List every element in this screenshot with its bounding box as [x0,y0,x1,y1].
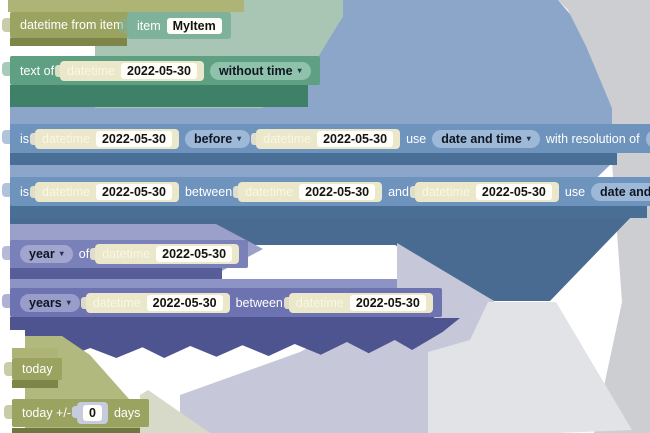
datetime-shadow-block[interactable]: datetime 2022-05-30 [283,292,433,313]
resolution-dropdown[interactable]: years ▾ [645,129,650,148]
block-shadow-band [10,206,647,218]
block-shadow-band [10,85,308,107]
compare-op-dropdown[interactable]: before ▾ [184,129,251,148]
output-tab [2,183,11,197]
block-label: between [235,295,283,310]
datetime-label: datetime [295,295,344,310]
block-label: is [20,131,30,146]
datetime-label: datetime [42,131,90,146]
item-name-field[interactable]: MyItem [166,17,222,34]
dropdown-value: before [193,131,233,146]
datetime-label: datetime [263,131,312,146]
unit-dropdown[interactable]: year ▾ [20,245,73,263]
block-is-before[interactable]: is datetime 2022-05-30 before ▾ datetime… [2,124,650,153]
dropdown-caret-icon: ▾ [66,297,71,307]
datetime-shadow-block[interactable]: datetime 2022-05-30 [80,292,230,313]
use-mode-dropdown[interactable]: date and time ▾ [591,182,650,201]
dropdown-value: years [29,295,62,310]
block-label: today +/- [22,406,71,420]
block-is-between[interactable]: is datetime 2022-05-30 between datetime … [2,177,650,206]
datetime-shadow-block[interactable]: datetime 2022-05-30 [55,60,204,81]
block-shadow-band [10,38,127,46]
dropdown-value: date and time [600,184,650,199]
block-text-of[interactable]: text of datetime 2022-05-30 without time… [2,56,320,85]
dropdown-caret-icon: ▾ [526,133,531,143]
format-dropdown[interactable]: without time ▾ [209,61,311,80]
block-today-offset[interactable]: today +/- 0 days [4,399,150,427]
block-label: use [406,131,427,146]
output-tab [2,62,11,76]
block-label: with resolution of [545,131,640,146]
output-tab [2,246,11,260]
dropdown-caret-icon: ▾ [237,133,242,143]
datetime-label: datetime [102,247,151,261]
output-tab [2,294,11,308]
block-today[interactable]: today [4,358,62,380]
block-years-between[interactable]: years ▾ datetime 2022-05-30 between date… [2,288,442,317]
block-shadow-band [10,317,434,330]
datetime-shadow-block[interactable]: datetime 2022-05-30 [409,181,559,202]
output-tab [119,19,128,33]
date-field[interactable]: 2022-05-30 [156,246,233,262]
datetime-shadow-block[interactable]: datetime 2022-05-30 [30,128,179,149]
dropdown-value: date and time [441,131,522,146]
dropdown-value: year [29,247,55,261]
date-field[interactable]: 2022-05-30 [317,130,394,147]
dropdown-value: without time [218,63,293,78]
date-field[interactable]: 2022-05-30 [95,130,172,147]
block-shadow-band [12,380,58,388]
block-item[interactable]: item MyItem [119,12,231,39]
block-label: and [388,184,409,199]
block-label: datetime from item [20,18,124,32]
date-field[interactable]: 2022-05-30 [349,294,426,311]
datetime-label: datetime [67,63,115,78]
periwinkle-band-shape [10,279,434,289]
output-tab [4,405,13,419]
datetime-shadow-block[interactable]: datetime 2022-05-30 [251,128,401,149]
datetime-label: datetime [421,184,470,199]
use-mode-dropdown[interactable]: date and time ▾ [432,129,540,148]
item-label: item [137,18,161,33]
output-tab [2,130,11,144]
date-field[interactable]: 2022-05-30 [475,183,552,200]
datetime-shadow-block[interactable]: datetime 2022-05-30 [30,181,179,202]
number-field[interactable]: 0 [83,405,102,421]
block-label: of [78,247,90,261]
cutoff-block-strip [12,428,140,433]
date-field[interactable]: 2022-05-30 [95,183,172,200]
datetime-shadow-block[interactable]: datetime 2022-05-30 [233,181,383,202]
number-shadow-block[interactable]: 0 [72,402,108,424]
datetime-label: datetime [245,184,294,199]
datetime-label: datetime [42,184,90,199]
block-label: days [113,406,141,420]
dropdown-caret-icon: ▾ [59,249,64,258]
date-field[interactable]: 2022-05-30 [146,294,223,311]
date-field[interactable]: 2022-05-30 [121,62,197,79]
block-year-of[interactable]: year ▾ of datetime 2022-05-30 [2,240,249,268]
block-label: text of [20,63,55,78]
dropdown-caret-icon: ▾ [297,65,302,75]
cutoff-olive-block-top [8,0,244,12]
datetime-shadow-block[interactable]: datetime 2022-05-30 [90,244,240,264]
block-label: is [20,184,30,199]
block-label: today [22,362,53,376]
block-label: between [184,184,233,199]
date-field[interactable]: 2022-05-30 [299,183,376,200]
block-highlight-band [12,348,58,358]
block-datetime-from-item[interactable]: datetime from item [2,12,133,38]
output-tab [4,362,13,376]
unit-dropdown[interactable]: years ▾ [20,293,80,312]
block-shadow-band [10,153,617,165]
block-label: use [564,184,586,199]
block-shadow-band [10,268,222,279]
datetime-label: datetime [92,295,141,310]
output-tab [2,18,11,32]
